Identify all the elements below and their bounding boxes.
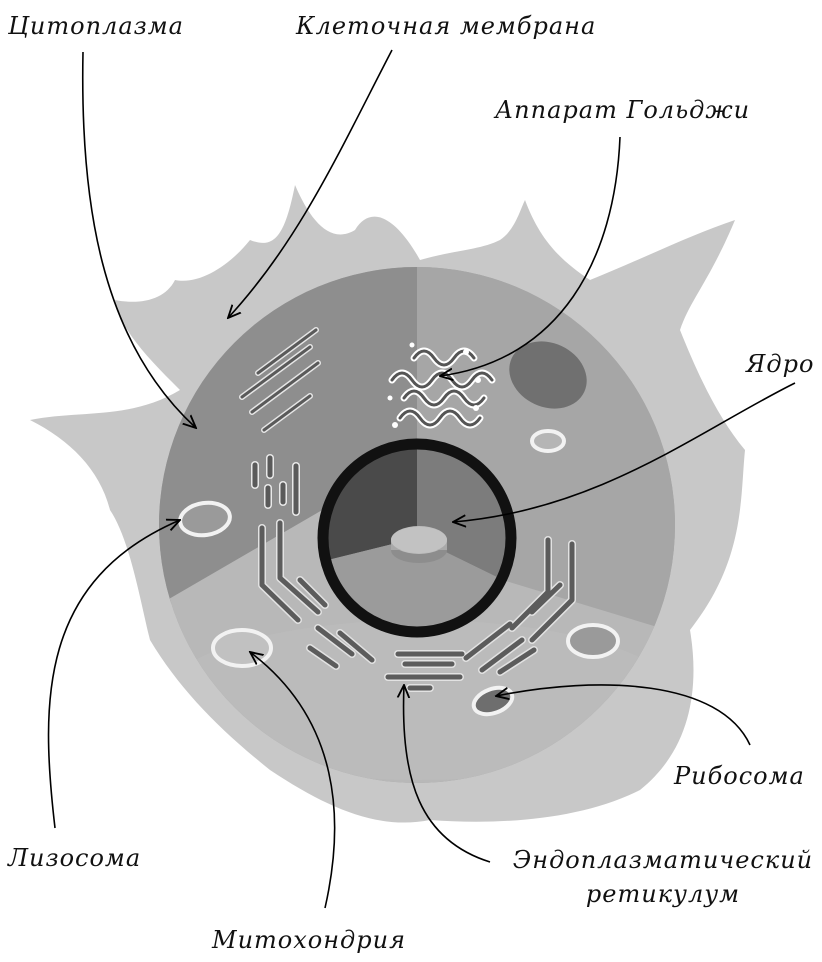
label-nucleus: Ядро xyxy=(746,352,814,376)
ribosome-small-ring xyxy=(532,431,564,451)
vesicle-right xyxy=(568,625,618,657)
label-er-line2: ретикулум xyxy=(508,882,818,906)
label-ribosome: Рибосома xyxy=(674,764,805,788)
label-er-line1: Эндоплазматический xyxy=(508,848,818,872)
label-lysosome: Лизосома xyxy=(8,846,141,870)
label-mitochondria: Митохондрия xyxy=(212,928,406,952)
nucleus xyxy=(323,444,513,632)
mitochondrion xyxy=(213,630,271,666)
label-cytoplasm: Цитоплазма xyxy=(8,14,184,38)
label-cell-membrane: Клеточная мембрана xyxy=(296,14,596,38)
label-golgi: Аппарат Гольджи xyxy=(495,98,750,122)
